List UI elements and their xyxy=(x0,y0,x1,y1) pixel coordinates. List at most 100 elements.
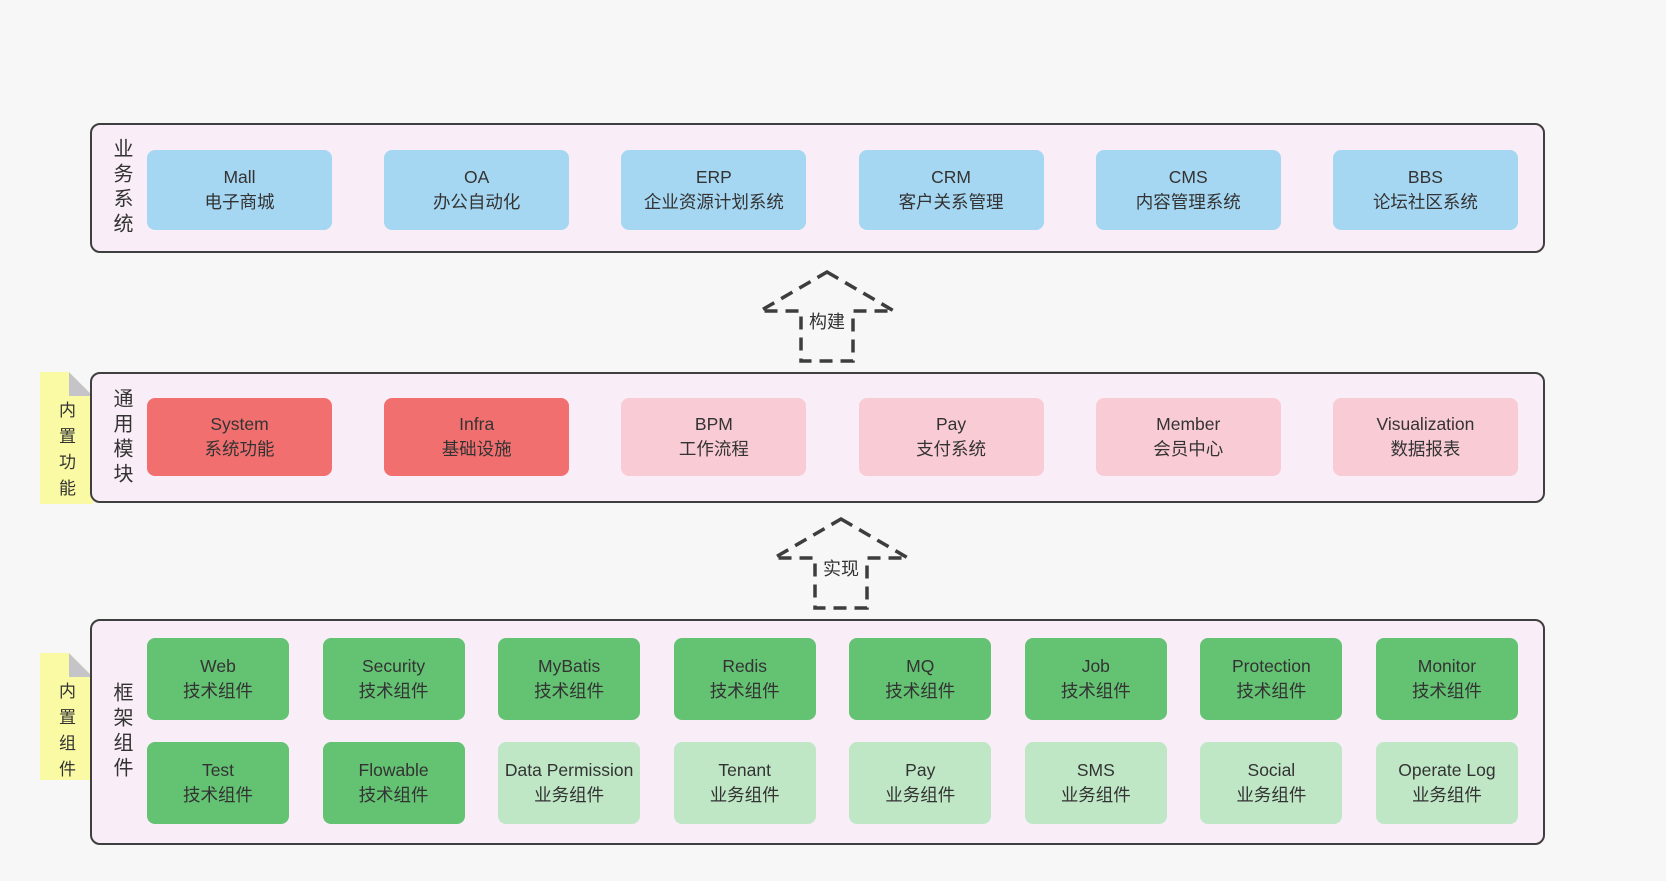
box-system: System 系统功能 xyxy=(147,398,332,476)
panel-label: 通用模块 xyxy=(110,387,132,488)
box-title: BBS xyxy=(1407,167,1443,188)
box-test: Test 技术组件 xyxy=(147,742,289,824)
box-subtitle: 支付系统 xyxy=(916,439,987,459)
sticky-note-label: 内置组件 xyxy=(56,682,75,786)
box-title: CMS xyxy=(1168,167,1208,188)
box-subtitle: 技术组件 xyxy=(358,785,429,805)
box-title: Operate Log xyxy=(1398,760,1496,781)
box-subtitle: 业务组件 xyxy=(709,785,780,805)
box-title: Web xyxy=(200,656,236,677)
box-cms: CMS 内容管理系统 xyxy=(1095,150,1281,230)
box-subtitle: 会员中心 xyxy=(1153,439,1224,459)
box-subtitle: 技术组件 xyxy=(885,681,956,701)
box-title: Security xyxy=(361,656,426,677)
box-subtitle: 技术组件 xyxy=(1236,681,1307,701)
panel-label: 框架组件 xyxy=(110,682,132,782)
box-title: BPM xyxy=(694,414,733,435)
box-title: Data Permission xyxy=(504,760,634,781)
box-subtitle: 技术组件 xyxy=(358,681,429,701)
box-mq: MQ 技术组件 xyxy=(849,638,992,720)
box-protection: Protection 技术组件 xyxy=(1200,638,1343,720)
dashed-up-arrow-icon xyxy=(771,516,911,610)
box-erp: ERP 企业资源计划系统 xyxy=(621,150,807,230)
box-subtitle: 技术组件 xyxy=(183,681,253,701)
box-subtitle: 业务组件 xyxy=(1060,785,1131,805)
box-crm: CRM 客户关系管理 xyxy=(858,150,1044,230)
box-title: SMS xyxy=(1076,760,1115,781)
box-infra: Infra 基础设施 xyxy=(384,398,570,476)
box-tenant: Tenant 业务组件 xyxy=(673,742,816,824)
box-subtitle: 技术组件 xyxy=(709,681,780,701)
box-social: Social 业务组件 xyxy=(1200,742,1343,824)
business-systems-row: Mall 电子商城 OA 办公自动化 ERP 企业资源计划系统 CRM 客户关系… xyxy=(147,150,1518,230)
sticky-note-built-in-features: 内置功能 xyxy=(40,372,93,504)
box-subtitle: 论坛社区系统 xyxy=(1372,192,1478,212)
box-title: CRM xyxy=(931,167,971,188)
common-modules-row: System 系统功能 Infra 基础设施 BPM 工作流程 Pay 支付系统… xyxy=(147,398,1518,476)
box-title: Mall xyxy=(223,167,256,188)
box-title: Visualization xyxy=(1376,414,1475,435)
dashed-up-arrow-icon xyxy=(757,269,897,363)
box-title: Social xyxy=(1247,760,1296,781)
box-subtitle: 系统功能 xyxy=(204,439,275,459)
arrow-label: 构建 xyxy=(805,305,849,337)
box-subtitle: 技术组件 xyxy=(534,681,605,701)
box-redis: Redis 技术组件 xyxy=(673,638,816,720)
box-title: Redis xyxy=(722,656,768,677)
framework-components-row-2: Test 技术组件 Flowable 技术组件 Data Permission … xyxy=(147,742,1518,824)
box-data-permission: Data Permission 业务组件 xyxy=(498,742,641,824)
build-arrow: 构建 xyxy=(757,269,897,365)
box-title: Member xyxy=(1156,414,1221,435)
box-title: MyBatis xyxy=(538,656,601,677)
panel-label: 业务系统 xyxy=(110,138,132,238)
box-bbs: BBS 论坛社区系统 xyxy=(1332,150,1518,230)
box-subtitle: 业务组件 xyxy=(1411,785,1482,805)
box-title: OA xyxy=(464,167,490,188)
box-subtitle: 工作流程 xyxy=(678,439,749,459)
box-title: Flowable xyxy=(358,760,429,781)
box-subtitle: 内容管理系统 xyxy=(1135,192,1241,212)
box-visualization: Visualization 数据报表 xyxy=(1332,398,1518,476)
box-subtitle: 业务组件 xyxy=(885,785,956,805)
box-subtitle: 业务组件 xyxy=(534,785,605,805)
box-title: Monitor xyxy=(1417,656,1477,677)
box-oa: OA 办公自动化 xyxy=(384,150,570,230)
box-job: Job 技术组件 xyxy=(1024,638,1167,720)
box-title: Pay xyxy=(905,760,936,781)
sticky-note-label: 内置功能 xyxy=(56,401,75,505)
implement-arrow: 实现 xyxy=(771,516,911,612)
box-title: Tenant xyxy=(718,760,771,781)
box-title: System xyxy=(210,414,269,435)
box-operate-log: Operate Log 业务组件 xyxy=(1375,742,1518,824)
box-web: Web 技术组件 xyxy=(147,638,289,720)
panel-framework-components: 框架组件 Web 技术组件 Security 技术组件 MyBatis 技术组件… xyxy=(90,619,1545,845)
box-subtitle: 客户关系管理 xyxy=(898,192,1004,212)
box-bpm: BPM 工作流程 xyxy=(621,398,807,476)
box-subtitle: 办公自动化 xyxy=(432,192,521,212)
framework-components-row-1: Web 技术组件 Security 技术组件 MyBatis 技术组件 Redi… xyxy=(147,638,1518,720)
box-subtitle: 技术组件 xyxy=(1060,681,1131,701)
box-title: Test xyxy=(201,760,235,781)
box-title: Infra xyxy=(459,414,495,435)
box-title: Pay xyxy=(935,414,967,435)
box-flowable: Flowable 技术组件 xyxy=(322,742,465,824)
box-subtitle: 业务组件 xyxy=(1236,785,1307,805)
box-title: Job xyxy=(1081,656,1110,677)
box-mall: Mall 电子商城 xyxy=(147,150,332,230)
box-subtitle: 企业资源计划系统 xyxy=(643,192,784,212)
box-title: Protection xyxy=(1231,656,1311,677)
panel-common-modules: 通用模块 System 系统功能 Infra 基础设施 BPM 工作流程 Pay… xyxy=(90,372,1545,503)
box-pay-module: Pay 支付系统 xyxy=(858,398,1044,476)
sticky-note-built-in-components: 内置组件 xyxy=(40,653,93,780)
box-monitor: Monitor 技术组件 xyxy=(1375,638,1518,720)
box-title: MQ xyxy=(906,656,935,677)
box-title: ERP xyxy=(695,167,732,188)
panel-business-systems: 业务系统 Mall 电子商城 OA 办公自动化 ERP 企业资源计划系统 CRM… xyxy=(90,123,1545,253)
box-subtitle: 基础设施 xyxy=(441,439,512,459)
arrow-label: 实现 xyxy=(819,552,863,584)
box-subtitle: 技术组件 xyxy=(183,785,253,805)
box-mybatis: MyBatis 技术组件 xyxy=(498,638,641,720)
box-subtitle: 电子商城 xyxy=(204,192,275,212)
box-sms: SMS 业务组件 xyxy=(1024,742,1167,824)
